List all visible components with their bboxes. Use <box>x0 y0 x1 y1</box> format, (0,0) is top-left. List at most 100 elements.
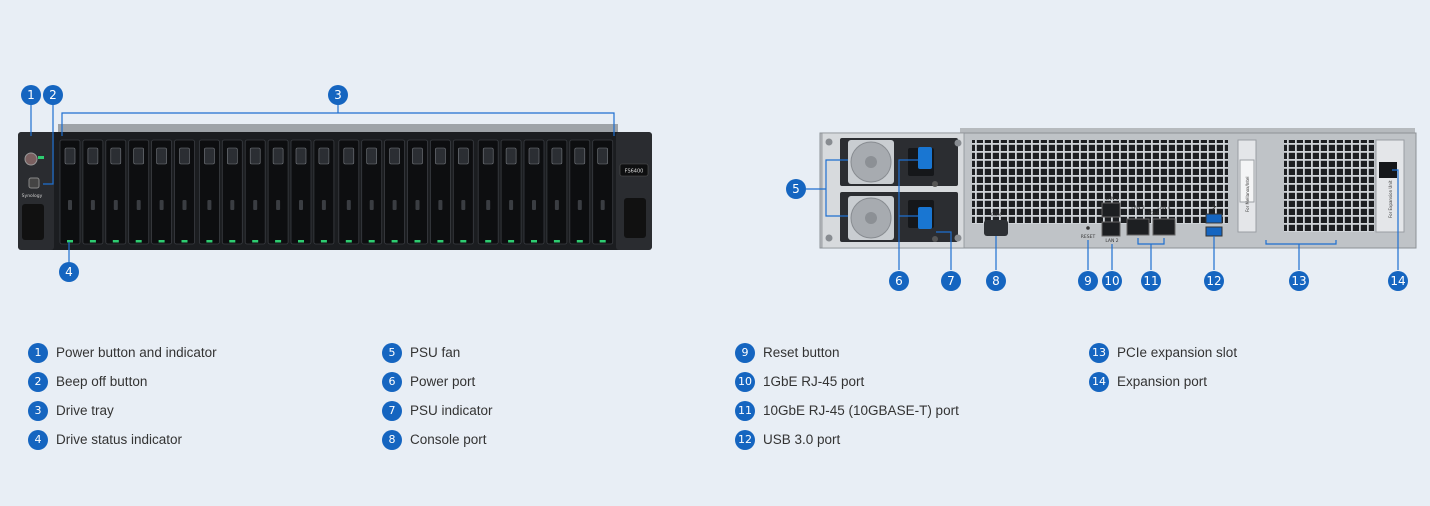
screw-icon <box>954 139 962 147</box>
legend-number-badge: 1 <box>28 342 48 363</box>
drive-tray[interactable] <box>546 139 568 245</box>
lan2-port[interactable] <box>1101 221 1121 237</box>
callout-badge-10: 10 <box>1102 271 1122 291</box>
legend-label: Reset button <box>763 345 840 360</box>
console-port[interactable] <box>984 220 1008 236</box>
lan4-label: LAN 4 <box>1157 205 1170 211</box>
svg-text:11: 11 <box>1143 274 1158 288</box>
legend-number-badge: 7 <box>382 400 402 421</box>
drive-status-led <box>252 240 259 243</box>
callout-line-11 <box>1137 238 1165 270</box>
drive-tray[interactable] <box>151 139 173 245</box>
drive-tray[interactable] <box>313 139 335 245</box>
drive-status-led <box>599 240 606 243</box>
usb-port-top[interactable] <box>1205 213 1223 224</box>
drive-tray[interactable] <box>523 139 545 245</box>
lan1-port[interactable] <box>1101 202 1121 218</box>
drive-tray[interactable] <box>198 139 220 245</box>
legend-label: Console port <box>410 432 487 447</box>
legend-number-badge: 14 <box>1089 371 1109 392</box>
drive-tray[interactable] <box>361 139 383 245</box>
lan2-label: LAN 2 <box>1105 238 1118 244</box>
psu-release-tab-bottom[interactable] <box>918 207 932 229</box>
drive-tray[interactable] <box>569 139 591 245</box>
callout-line-7 <box>936 231 952 270</box>
legend-label: Beep off button <box>56 374 148 389</box>
legend-item-usb-port: 12 USB 3.0 port <box>735 425 1065 454</box>
legend-number-badge: 8 <box>382 429 402 450</box>
drive-tray[interactable] <box>128 139 150 245</box>
drive-tray[interactable] <box>338 139 360 245</box>
beep-off-button[interactable] <box>28 177 40 189</box>
psu-fan-hub-bottom <box>865 212 877 224</box>
legend-label: PCIe expansion slot <box>1117 345 1238 360</box>
pcie-slot-port[interactable] <box>1239 159 1255 203</box>
rear-top-plate <box>960 128 1415 136</box>
drive-tray[interactable] <box>592 139 614 245</box>
pcie-slot-label: For Mellanox/Intel <box>1245 176 1250 212</box>
legend-number-badge: 11 <box>735 400 755 421</box>
lan3-label: LAN 3 <box>1131 205 1144 211</box>
expansion-port-bracket[interactable] <box>1375 139 1405 233</box>
callout-badge-7: 7 <box>941 271 961 291</box>
drive-status-led <box>460 240 467 243</box>
drive-status-led <box>135 240 142 243</box>
drive-tray[interactable] <box>244 139 266 245</box>
lan4-port[interactable] <box>1152 218 1176 236</box>
drive-tray[interactable] <box>105 139 127 245</box>
right-handle[interactable] <box>624 198 646 238</box>
drive-tray[interactable] <box>59 139 81 245</box>
psu-release-tab-top[interactable] <box>918 147 932 169</box>
lan3-port[interactable] <box>1126 218 1150 236</box>
psu-indicator-bottom <box>932 236 938 242</box>
callout-badge-9: 9 <box>1078 271 1098 291</box>
model-label: FS6400 <box>625 169 644 175</box>
drive-status-led <box>206 240 213 243</box>
drive-tray[interactable] <box>429 139 451 245</box>
usb-port-bottom[interactable] <box>1205 226 1223 237</box>
rear-vent-main <box>972 140 1228 224</box>
drive-tray[interactable] <box>290 139 312 245</box>
drive-tray[interactable] <box>82 139 104 245</box>
rear-panel: For Mellanox/Intel For Expansion Unit CO… <box>819 128 1417 249</box>
callout-line-3 <box>61 104 615 136</box>
screw-icon <box>825 234 833 242</box>
left-handle[interactable] <box>22 204 44 240</box>
expansion-port[interactable] <box>1379 162 1397 178</box>
legend-number-badge: 5 <box>382 342 402 363</box>
drive-bays <box>59 139 614 245</box>
legend-item-console-port: 8 Console port <box>382 425 712 454</box>
drive-tray[interactable] <box>221 139 243 245</box>
drive-tray[interactable] <box>267 139 289 245</box>
drive-tray[interactable] <box>407 139 428 245</box>
console-port-label: COM <box>991 212 1002 218</box>
drive-tray[interactable] <box>477 139 499 245</box>
reset-button[interactable] <box>1086 226 1090 230</box>
drive-tray[interactable] <box>452 139 474 245</box>
power-button[interactable] <box>24 152 38 166</box>
drive-status-led <box>89 240 96 243</box>
legend-number-badge: 12 <box>735 429 755 450</box>
drive-status-led <box>391 240 398 243</box>
callout-badge-5: 5 <box>786 179 806 199</box>
callout-badge-3: 3 <box>328 85 348 105</box>
drive-status-led <box>320 240 327 243</box>
drive-tray[interactable] <box>174 139 195 245</box>
callout-badge-8: 8 <box>986 271 1006 291</box>
drive-status-led <box>298 240 304 243</box>
legend-label: USB 3.0 port <box>763 432 841 447</box>
drive-tray[interactable] <box>384 139 406 245</box>
drive-tray[interactable] <box>500 139 522 245</box>
drive-status-led <box>275 240 282 243</box>
drive-status-led <box>485 240 492 243</box>
